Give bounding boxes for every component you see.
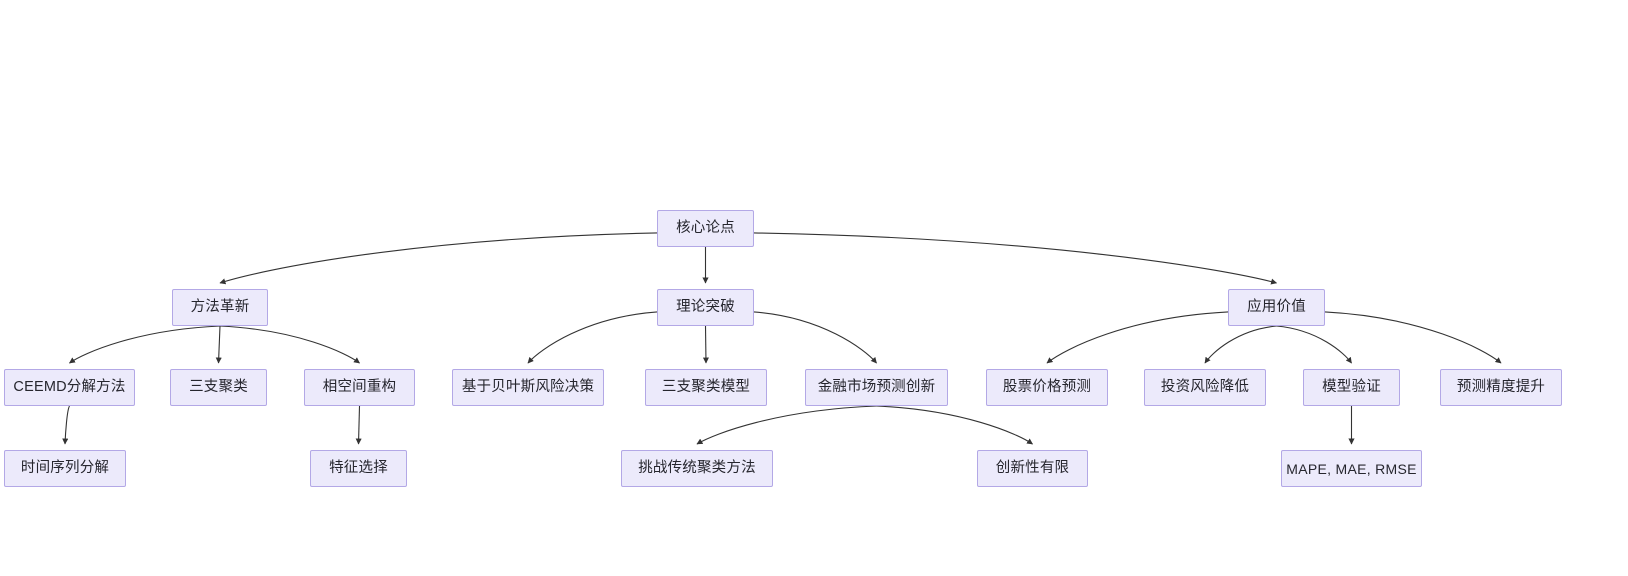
node-m1[interactable]: 方法革新 [172,289,268,326]
node-c1[interactable]: 股票价格预测 [986,369,1108,406]
node-a2[interactable]: 三支聚类 [170,369,267,406]
node-c3[interactable]: 模型验证 [1303,369,1400,406]
edge-m1-to-a2 [215,325,222,364]
edge-m2-to-b3 [753,311,877,364]
node-a3[interactable]: 相空间重构 [304,369,415,406]
edge-a3-to-d2 [355,405,362,445]
edge-root-to-m1 [219,232,658,285]
node-label: MAPE, MAE, RMSE [1286,460,1417,477]
node-c4[interactable]: 预测精度提升 [1440,369,1562,406]
node-b1[interactable]: 基于贝叶斯风险决策 [452,369,604,406]
node-label: 股票价格预测 [1002,379,1092,396]
node-label: 特征选择 [329,460,388,477]
node-label: 挑战传统聚类方法 [638,460,756,477]
node-label: 预测精度提升 [1456,379,1546,396]
node-label: 应用价值 [1247,299,1306,316]
edge-b3-to-d3 [696,405,877,445]
edge-root-to-m3 [753,232,1278,285]
edge-m2-to-b1 [527,311,658,364]
node-d5[interactable]: MAPE, MAE, RMSE [1281,450,1422,487]
node-label: 三支聚类 [189,379,248,396]
node-c2[interactable]: 投资风险降低 [1144,369,1266,406]
edge-m1-to-a1 [69,325,221,364]
node-label: 金融市场预测创新 [817,379,936,396]
node-d3[interactable]: 挑战传统聚类方法 [621,450,773,487]
node-m2[interactable]: 理论突破 [657,289,754,326]
node-label: 三支聚类模型 [661,379,751,396]
node-m3[interactable]: 应用价值 [1228,289,1325,326]
node-b3[interactable]: 金融市场预测创新 [805,369,948,406]
edge-m3-to-c2 [1204,325,1277,364]
edge-a1-to-d1 [62,405,71,445]
node-label: 方法革新 [190,299,250,316]
node-label: 基于贝叶斯风险决策 [461,379,595,396]
node-label: 创新性有限 [995,460,1070,477]
edge-m1-to-a3 [219,325,360,364]
node-d1[interactable]: 时间序列分解 [4,450,126,487]
node-d4[interactable]: 创新性有限 [977,450,1088,487]
edge-m2-to-b2 [702,325,709,364]
edge-m3-to-c3 [1276,325,1352,364]
node-label: 投资风险降低 [1160,379,1250,396]
edge-m3-to-c4 [1324,311,1502,364]
node-b2[interactable]: 三支聚类模型 [645,369,767,406]
node-label: 核心论点 [676,220,735,237]
node-label: 模型验证 [1322,379,1381,396]
node-d2[interactable]: 特征选择 [310,450,407,487]
node-label: 理论突破 [676,299,735,316]
node-a1[interactable]: CEEMD分解方法 [4,369,135,406]
edge-m3-to-c1 [1046,311,1229,364]
node-label: 相空间重构 [322,379,397,396]
node-root[interactable]: 核心论点 [657,210,754,247]
node-label: 时间序列分解 [20,460,110,477]
node-label: CEEMD分解方法 [13,379,126,396]
edge-b3-to-d4 [876,405,1034,445]
